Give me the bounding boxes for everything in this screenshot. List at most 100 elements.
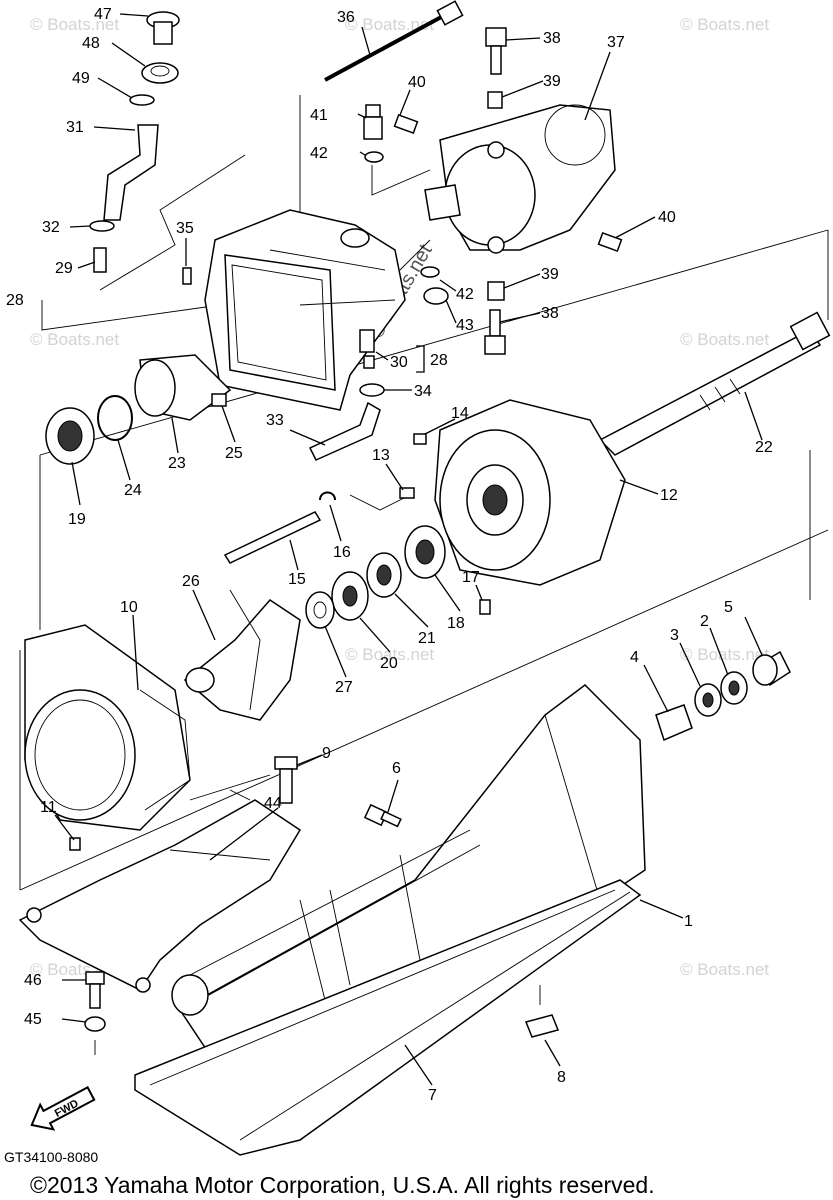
callout-41[interactable]: 41 bbox=[310, 107, 328, 124]
watermark: © Boats.net bbox=[30, 15, 119, 34]
part-15-rod bbox=[223, 511, 322, 564]
callout-2[interactable]: 2 bbox=[700, 613, 709, 630]
callout-19[interactable]: 19 bbox=[68, 511, 86, 528]
callout-31[interactable]: 31 bbox=[66, 119, 84, 136]
fwd-arrow-icon: FWD bbox=[30, 1086, 96, 1131]
part-40-bolt bbox=[393, 113, 419, 135]
callout-28[interactable]: 28 bbox=[6, 292, 24, 309]
part-11-pin bbox=[69, 837, 81, 851]
callout-7[interactable]: 7 bbox=[428, 1087, 437, 1104]
callout-30[interactable]: 30 bbox=[390, 354, 408, 371]
part-29-fitting bbox=[93, 247, 107, 273]
callout-20[interactable]: 20 bbox=[380, 655, 398, 672]
part-21-bearing bbox=[366, 552, 402, 598]
part-7-ride-plate bbox=[134, 879, 642, 1156]
callout-6[interactable]: 6 bbox=[392, 760, 401, 777]
part-49-clamp bbox=[129, 94, 155, 106]
part-13-fitting bbox=[399, 487, 415, 499]
bracket-30-28 bbox=[416, 345, 425, 373]
guide-line bbox=[41, 300, 221, 331]
callout-18[interactable]: 18 bbox=[447, 615, 465, 632]
callout-49[interactable]: 49 bbox=[72, 70, 90, 87]
part-10-liner bbox=[24, 624, 191, 831]
callout-14[interactable]: 14 bbox=[451, 405, 469, 422]
callout-36[interactable]: 36 bbox=[337, 9, 355, 26]
callout-17[interactable]: 17 bbox=[462, 569, 480, 586]
callout-43[interactable]: 43 bbox=[456, 317, 474, 334]
part-nozzle-housing bbox=[204, 209, 406, 411]
part-42-washer bbox=[420, 266, 440, 278]
part-12-pump-housing bbox=[434, 399, 626, 586]
part-17-pin bbox=[479, 599, 491, 615]
callout-22[interactable]: 22 bbox=[755, 439, 773, 456]
callout-42[interactable]: 42 bbox=[456, 286, 474, 303]
part-19-seal bbox=[45, 407, 95, 465]
part-43-nut bbox=[423, 287, 449, 305]
watermark: © Boats.net bbox=[345, 15, 434, 34]
part-5-cap bbox=[752, 650, 791, 687]
callout-12[interactable]: 12 bbox=[660, 487, 678, 504]
callout-1[interactable]: 1 bbox=[684, 913, 693, 930]
callout-39[interactable]: 39 bbox=[541, 266, 559, 283]
part-42-washer bbox=[364, 151, 384, 163]
callout-26[interactable]: 26 bbox=[182, 573, 200, 590]
watermark: © Boats.net bbox=[680, 960, 769, 979]
part-9-bolt bbox=[274, 756, 298, 804]
callout-46[interactable]: 46 bbox=[24, 972, 42, 989]
callout-4[interactable]: 4 bbox=[630, 649, 639, 666]
callout-40[interactable]: 40 bbox=[408, 74, 426, 91]
part-25-bolt bbox=[211, 393, 227, 407]
part-18-bearing bbox=[404, 525, 446, 579]
watermark: © Boats.net bbox=[680, 645, 769, 664]
part-39-spacer bbox=[487, 91, 503, 109]
callout-3[interactable]: 3 bbox=[670, 627, 679, 644]
leader-lines bbox=[54, 13, 763, 1086]
callout-34[interactable]: 34 bbox=[414, 383, 432, 400]
watermark: © Boats.net bbox=[345, 645, 434, 664]
callout-35[interactable]: 35 bbox=[176, 220, 194, 237]
callout-23[interactable]: 23 bbox=[168, 455, 186, 472]
part-34-clamp bbox=[359, 383, 385, 397]
callout-33[interactable]: 33 bbox=[266, 412, 284, 429]
callout-24[interactable]: 24 bbox=[124, 482, 142, 499]
part-44-duct-cover bbox=[18, 789, 302, 993]
callout-15[interactable]: 15 bbox=[288, 571, 306, 588]
watermark: © Boats.net bbox=[680, 15, 769, 34]
guide-line bbox=[99, 154, 246, 291]
callout-38[interactable]: 38 bbox=[541, 305, 559, 322]
callout-40[interactable]: 40 bbox=[658, 209, 676, 226]
guide-line bbox=[349, 494, 411, 511]
callout-37[interactable]: 37 bbox=[607, 34, 625, 51]
callout-11[interactable]: 11 bbox=[40, 799, 57, 816]
guide-line bbox=[399, 239, 431, 271]
part-36-long-bolt bbox=[324, 0, 464, 82]
callout-29[interactable]: 29 bbox=[55, 260, 73, 277]
callout-9[interactable]: 9 bbox=[322, 745, 331, 762]
callout-28[interactable]: 28 bbox=[430, 352, 448, 369]
callout-39[interactable]: 39 bbox=[543, 73, 561, 90]
part-47-cap bbox=[146, 11, 180, 45]
callout-32[interactable]: 32 bbox=[42, 219, 60, 236]
callout-10[interactable]: 10 bbox=[120, 599, 138, 616]
part-20-seal bbox=[331, 571, 369, 621]
callout-48[interactable]: 48 bbox=[82, 35, 100, 52]
callout-44[interactable]: 44 bbox=[264, 795, 282, 812]
watermark: © Boats.net bbox=[680, 330, 769, 349]
callout-42[interactable]: 42 bbox=[310, 145, 328, 162]
callout-27[interactable]: 27 bbox=[335, 679, 353, 696]
callout-13[interactable]: 13 bbox=[372, 447, 390, 464]
callout-25[interactable]: 25 bbox=[225, 445, 243, 462]
copyright-notice: ©2013 Yamaha Motor Corporation, U.S.A. A… bbox=[30, 1172, 655, 1198]
part-31-hose bbox=[103, 124, 159, 221]
callout-21[interactable]: 21 bbox=[418, 630, 436, 647]
part-40-bolt bbox=[597, 231, 623, 253]
callout-16[interactable]: 16 bbox=[333, 544, 351, 561]
callout-47[interactable]: 47 bbox=[94, 6, 112, 23]
part-45-washer bbox=[84, 1016, 106, 1032]
callout-5[interactable]: 5 bbox=[724, 599, 733, 616]
callout-8[interactable]: 8 bbox=[557, 1069, 566, 1086]
callout-38[interactable]: 38 bbox=[543, 30, 561, 47]
callout-45[interactable]: 45 bbox=[24, 1011, 42, 1028]
